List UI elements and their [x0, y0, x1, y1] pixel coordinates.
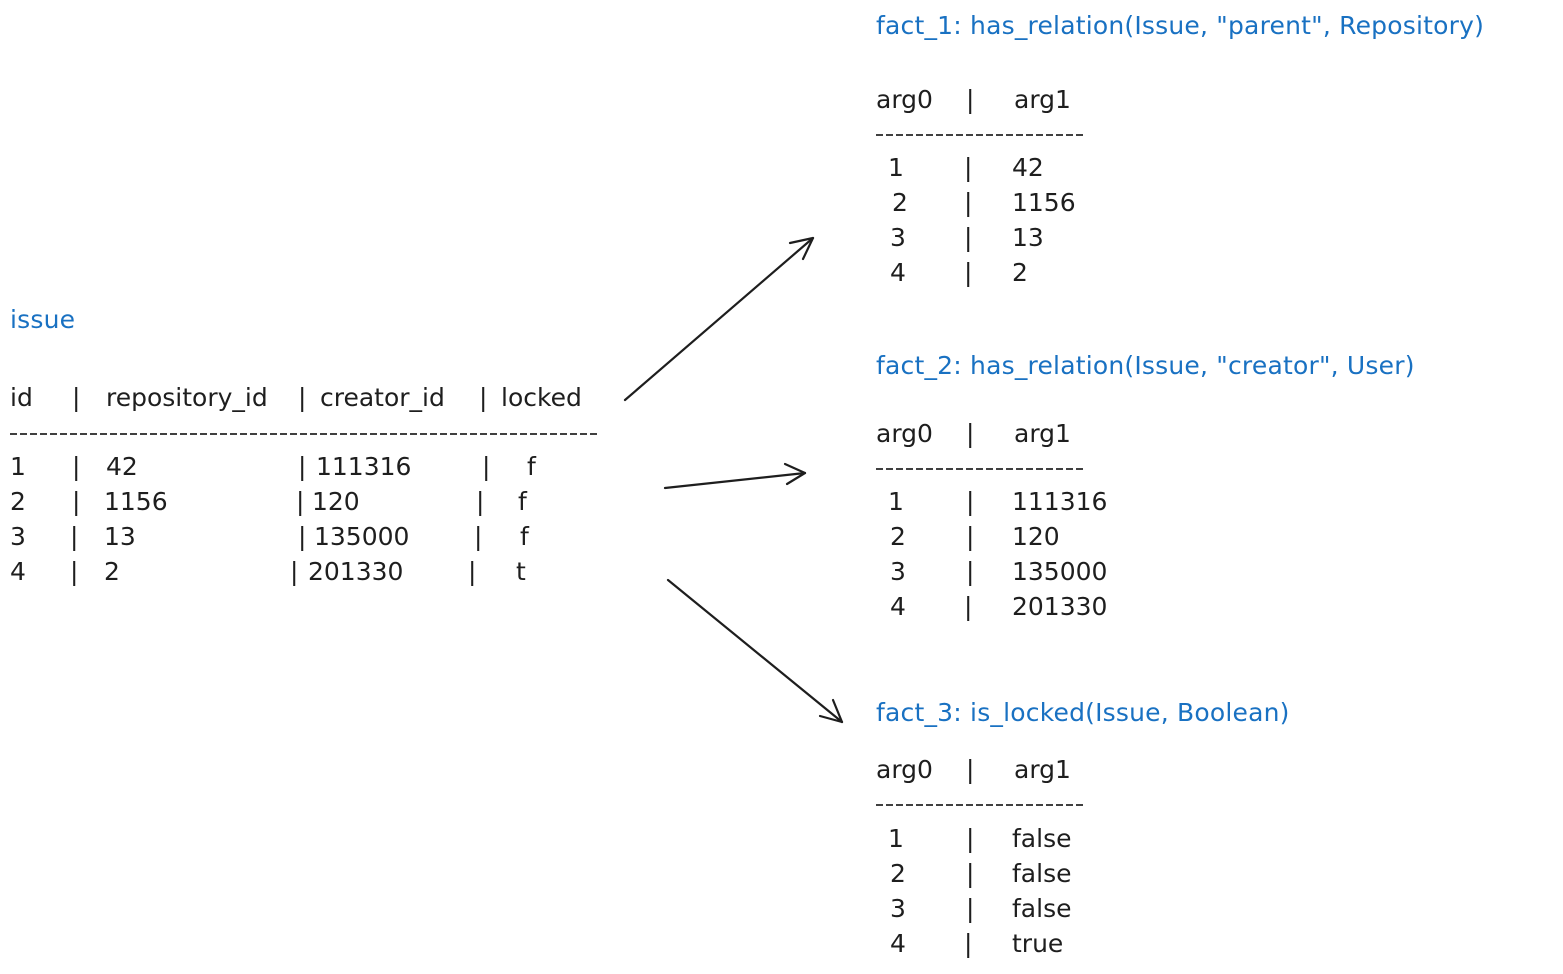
- arrow-to-fact-2: [663, 462, 807, 490]
- fact-2-divider: [876, 468, 1084, 470]
- row-separator: |: [298, 452, 307, 481]
- row-separator: |: [474, 522, 483, 551]
- header-separator: |: [298, 383, 307, 412]
- header-separator: |: [966, 755, 975, 784]
- fact-3-row-1-arg0: 1: [888, 824, 904, 853]
- row-separator: |: [72, 487, 81, 516]
- arrow-to-fact-3: [666, 578, 844, 724]
- issue-row-2-locked: f: [518, 487, 527, 516]
- row-separator: |: [964, 223, 973, 252]
- issue-row-4-creator-id: 201330: [308, 557, 404, 586]
- issue-row-1-id: 1: [10, 452, 26, 481]
- row-separator: |: [966, 824, 975, 853]
- issue-row-3-creator-id: 135000: [314, 522, 410, 551]
- row-separator: |: [966, 487, 975, 516]
- fact-2-row-2-arg0: 2: [890, 522, 906, 551]
- row-separator: |: [964, 258, 973, 287]
- fact-1-row-3-arg0: 3: [890, 223, 906, 252]
- fact-3-row-3-arg1: false: [1012, 894, 1072, 923]
- fact-2-row-2-arg1: 120: [1012, 522, 1060, 551]
- fact-1-row-2-arg0: 2: [892, 188, 908, 217]
- row-separator: |: [964, 153, 973, 182]
- issue-row-4-repository-id: 2: [104, 557, 120, 586]
- issue-row-1-locked: f: [527, 452, 536, 481]
- fact-1-header-arg1: arg1: [1014, 85, 1071, 114]
- fact-1-row-4-arg1: 2: [1012, 258, 1028, 287]
- fact-2-row-1-arg1: 111316: [1012, 487, 1108, 516]
- row-separator: |: [70, 557, 79, 586]
- row-separator: |: [964, 929, 973, 958]
- row-separator: |: [296, 487, 305, 516]
- issue-row-2-repository-id: 1156: [104, 487, 168, 516]
- fact-2-row-3-arg1: 135000: [1012, 557, 1108, 586]
- fact-2-row-1-arg0: 1: [888, 487, 904, 516]
- issue-row-3-id: 3: [10, 522, 26, 551]
- issue-row-1-creator-id: 111316: [316, 452, 412, 481]
- issue-row-1-repository-id: 42: [106, 452, 138, 481]
- fact-2-header-arg1: arg1: [1014, 419, 1071, 448]
- issue-row-2-id: 2: [10, 487, 26, 516]
- row-separator: |: [966, 859, 975, 888]
- issue-row-2-creator-id: 120: [312, 487, 360, 516]
- fact-1-row-3-arg1: 13: [1012, 223, 1044, 252]
- fact-1-row-1-arg0: 1: [888, 153, 904, 182]
- fact-1-row-2-arg1: 1156: [1012, 188, 1076, 217]
- fact-3-header-arg0: arg0: [876, 755, 933, 784]
- fact-2-header-arg0: arg0: [876, 419, 933, 448]
- row-separator: |: [966, 557, 975, 586]
- header-creator-id: creator_id: [320, 383, 445, 412]
- fact-3-row-1-arg1: false: [1012, 824, 1072, 853]
- arrow-to-fact-1: [623, 236, 815, 402]
- fact-1-row-4-arg0: 4: [890, 258, 906, 287]
- fact-3-divider: [876, 804, 1084, 806]
- row-separator: |: [298, 522, 307, 551]
- row-separator: |: [468, 557, 477, 586]
- fact-1-title: fact_1: has_relation(Issue, "parent", Re…: [876, 11, 1485, 40]
- row-separator: |: [964, 592, 973, 621]
- row-separator: |: [476, 487, 485, 516]
- fact-3-row-2-arg0: 2: [890, 859, 906, 888]
- fact-2-row-4-arg1: 201330: [1012, 592, 1108, 621]
- row-separator: |: [966, 522, 975, 551]
- header-repository-id: repository_id: [106, 383, 268, 412]
- row-separator: |: [966, 894, 975, 923]
- header-separator: |: [966, 419, 975, 448]
- fact-3-row-2-arg1: false: [1012, 859, 1072, 888]
- header-separator: |: [479, 383, 488, 412]
- header-locked: locked: [501, 383, 582, 412]
- fact-3-title: fact_3: is_locked(Issue, Boolean): [876, 698, 1290, 727]
- row-separator: |: [70, 522, 79, 551]
- header-separator: |: [72, 383, 81, 412]
- issue-row-4-locked: t: [516, 557, 526, 586]
- row-separator: |: [290, 557, 299, 586]
- issue-row-3-repository-id: 13: [104, 522, 136, 551]
- fact-2-row-3-arg0: 3: [890, 557, 906, 586]
- issue-table-divider: [10, 433, 598, 435]
- fact-1-row-1-arg1: 42: [1012, 153, 1044, 182]
- fact-1-divider: [876, 134, 1084, 136]
- fact-2-row-4-arg0: 4: [890, 592, 906, 621]
- issue-row-3-locked: f: [520, 522, 529, 551]
- fact-3-row-3-arg0: 3: [890, 894, 906, 923]
- header-separator: |: [966, 85, 975, 114]
- issue-table-title: issue: [10, 305, 76, 334]
- fact-3-row-4-arg0: 4: [890, 929, 906, 958]
- fact-3-header-arg1: arg1: [1014, 755, 1071, 784]
- issue-row-4-id: 4: [10, 557, 26, 586]
- row-separator: |: [482, 452, 491, 481]
- fact-3-row-4-arg1: true: [1012, 929, 1064, 958]
- fact-1-header-arg0: arg0: [876, 85, 933, 114]
- row-separator: |: [964, 188, 973, 217]
- header-id: id: [10, 383, 33, 412]
- row-separator: |: [72, 452, 81, 481]
- fact-2-title: fact_2: has_relation(Issue, "creator", U…: [876, 351, 1415, 380]
